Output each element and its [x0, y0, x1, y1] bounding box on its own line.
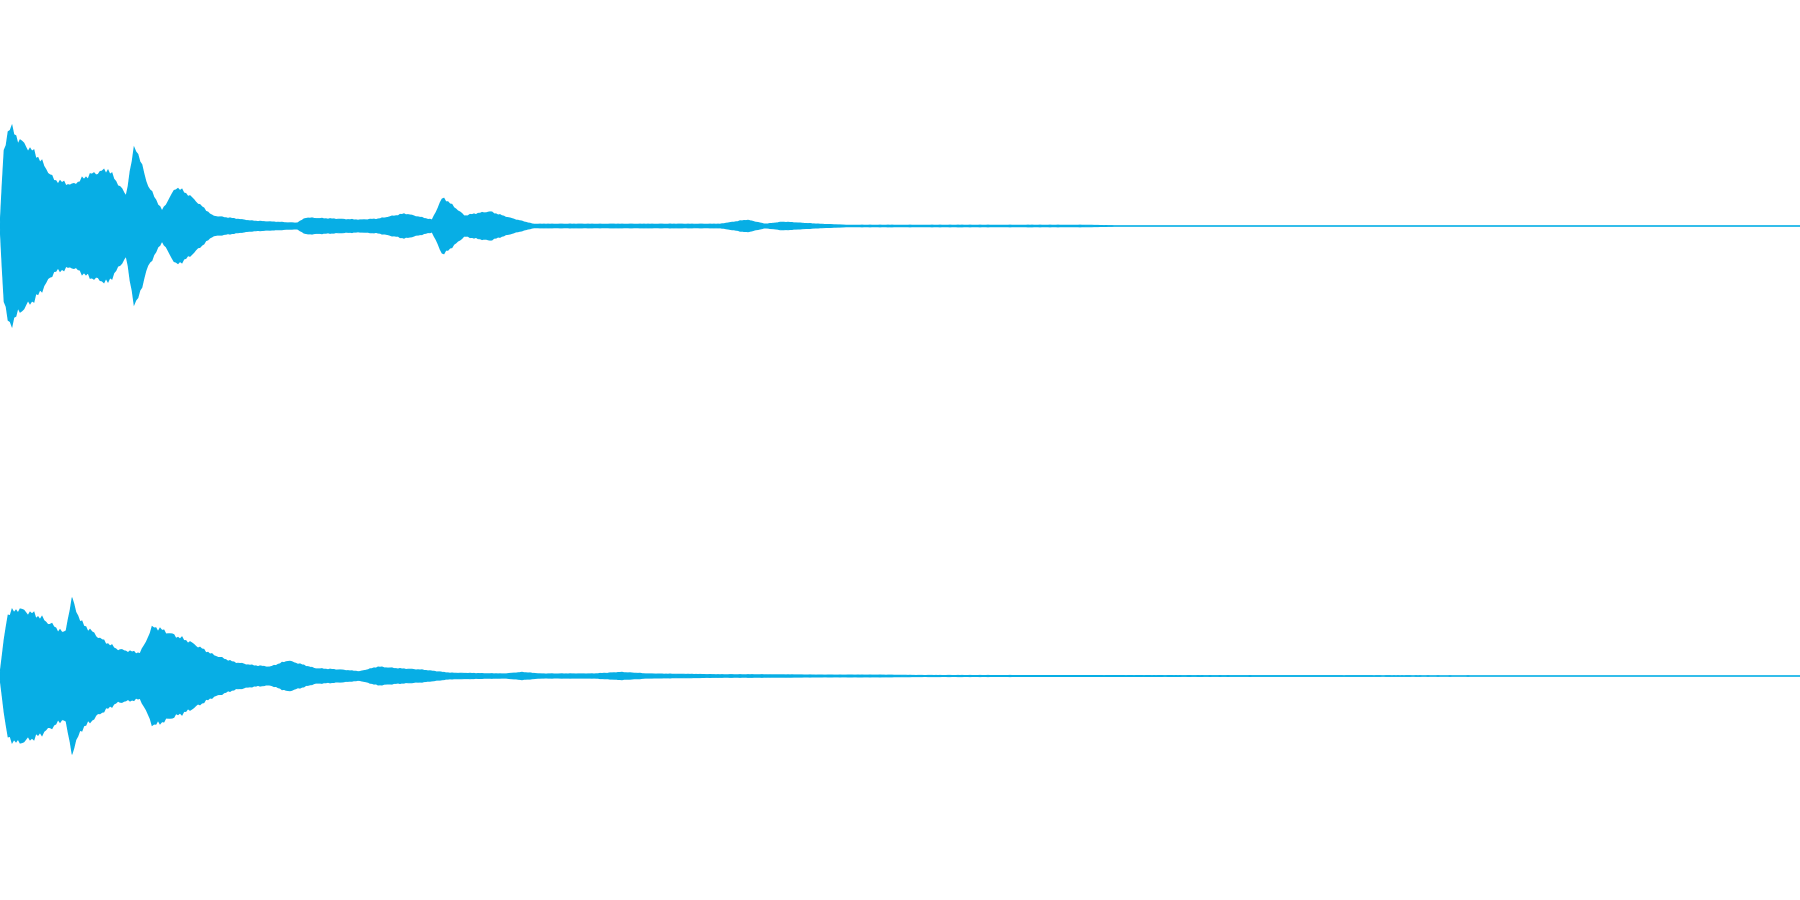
channel-2-waveform	[0, 597, 1800, 755]
channel-1-waveform	[0, 123, 1800, 329]
